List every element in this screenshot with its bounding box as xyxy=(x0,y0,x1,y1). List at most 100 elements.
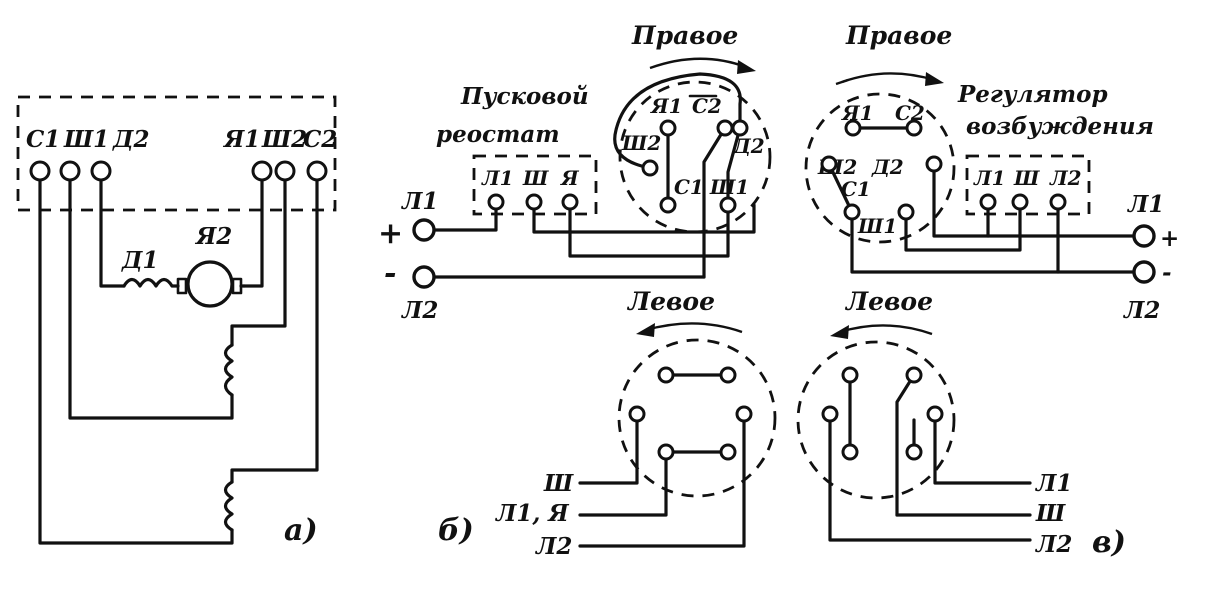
drum-b-terminal-ya1 xyxy=(659,119,677,137)
bottom-b-label-l2: Л2 xyxy=(535,533,572,560)
drum-b-left-terminal-5 xyxy=(657,443,675,461)
rotation-arrow-right-c xyxy=(841,72,935,84)
line-terminal-c-l2 xyxy=(1132,260,1156,284)
direction-left-c: Левое xyxy=(844,287,933,316)
rotation-arrowhead-left-b xyxy=(636,323,655,337)
terminal-box-outline xyxy=(16,95,337,212)
rheostat-terminal-ya xyxy=(561,193,579,211)
wire-b-left-sh xyxy=(578,418,639,485)
terminal-d2 xyxy=(90,160,112,182)
terminal-sh1 xyxy=(59,160,81,182)
wire-c-left-l2 xyxy=(828,418,1032,542)
rheostat-terminal-l1 xyxy=(487,193,505,211)
regulator-terminal-sh xyxy=(1011,193,1029,211)
line-terminal-b-l1 xyxy=(412,218,436,242)
wire-sh1 xyxy=(68,178,234,420)
rheostat-terminal-sh xyxy=(525,193,543,211)
drum-c-link-sh2 xyxy=(827,162,854,214)
drum-c-left-terminal-2 xyxy=(905,366,923,384)
drum-c-left-terminal-1 xyxy=(841,366,859,384)
label-ya2: Я2 xyxy=(194,223,232,250)
wire-b-ya xyxy=(568,203,730,258)
drum-c-label-d2: Д2 xyxy=(871,155,904,179)
drum-c-terminal-c2 xyxy=(905,119,923,137)
label-ya1: Я1 xyxy=(222,126,260,153)
direction-left-b: Левое xyxy=(626,287,715,316)
wire-sh2 xyxy=(230,178,287,347)
rotation-arrow-left-c xyxy=(839,324,933,336)
wire-c-left-l1 xyxy=(933,418,1032,485)
rotation-tail-right-c xyxy=(835,78,849,86)
armature-ya2 xyxy=(186,260,234,308)
wire-c-sh1 xyxy=(850,210,1138,274)
drum-b-left-terminal-3 xyxy=(628,405,646,423)
panel-b-starting-rheostat: Правое Пусковой реостат Л1 Ш Я Я1 С2 Ш2 … xyxy=(378,21,777,560)
regulator-label-sh: Ш xyxy=(1013,166,1040,190)
drum-b-left-terminal-1 xyxy=(657,366,675,384)
drum-c-terminal-c1 xyxy=(843,203,861,221)
drum-c-terminal-ya1 xyxy=(844,119,862,137)
drum-c-label-sh1: Ш1 xyxy=(857,214,897,238)
rotation-arrowhead-left-c xyxy=(830,325,849,339)
line-b-label-plus: + xyxy=(378,216,403,251)
winding-d1-coil xyxy=(122,277,180,288)
drum-c-terminal-d2 xyxy=(925,155,943,173)
drum-b-label-c2: С2 xyxy=(692,94,722,118)
line-b-label-minus: - xyxy=(384,256,396,291)
label-c2: С2 xyxy=(303,126,337,153)
rotation-arrow-right-b xyxy=(649,57,747,70)
drum-b-label-sh2: Ш2 xyxy=(621,131,661,155)
bottom-b-label-l1ya: Л1, Я xyxy=(495,500,569,527)
line-c-label-l2: Л2 xyxy=(1123,297,1160,324)
regulator-terminal-l1 xyxy=(979,193,997,211)
drum-controller-c xyxy=(804,92,956,244)
drum-b-left-terminal-2 xyxy=(719,366,737,384)
bottom-c-label-sh: Ш xyxy=(1035,500,1066,527)
line-b-label-l1: Л1 xyxy=(401,188,438,215)
terminal-sh2 xyxy=(274,160,296,182)
caption-b: б) xyxy=(438,513,474,548)
direction-right-b: Правое xyxy=(631,21,738,50)
drum-c-terminal-sh1 xyxy=(897,203,915,221)
panel-c-field-regulator: Правое Регулятор возбуждения Л1 Ш Л2 Я1 … xyxy=(796,21,1179,560)
series-winding-coil xyxy=(223,480,234,532)
rheostat-label-line2: реостат xyxy=(436,121,560,148)
drum-b-loop-sh2-c2 xyxy=(613,72,742,170)
drum-b-terminal-sh1 xyxy=(719,196,737,214)
line-c-label-l1: Л1 xyxy=(1127,191,1164,218)
drum-c-left-link-2 xyxy=(895,373,916,517)
terminal-c1 xyxy=(29,160,51,182)
drum-b-terminal-c1 xyxy=(659,196,677,214)
rotation-arrowhead-right-b xyxy=(737,60,756,74)
rotation-arrow-left-b xyxy=(645,322,743,334)
terminal-ya1 xyxy=(251,160,273,182)
drum-b-terminal-sh2 xyxy=(641,159,659,177)
drum-b-left-terminal-6 xyxy=(719,443,737,461)
regulator-label-l1: Л1 xyxy=(973,166,1006,190)
drum-b-link-c2-d2 xyxy=(702,126,727,279)
rotation-arrowhead-right-c xyxy=(925,72,944,86)
wire-b-left-l2 xyxy=(578,418,746,548)
terminal-c2 xyxy=(306,160,328,182)
wire-c2 xyxy=(230,178,319,484)
rheostat-label-sh: Ш xyxy=(522,166,549,190)
line-c-label-minus: - xyxy=(1162,259,1172,286)
drum-controller-c-left xyxy=(796,340,956,500)
line-terminal-c-l1 xyxy=(1132,224,1156,248)
panel-a-motor-terminal-board: С1 Ш1 Д2 Я1 Ш2 С2 Д1 Я2 а) xyxy=(16,95,337,548)
drum-b-terminal-d2 xyxy=(731,119,749,137)
drum-c-terminal-sh2 xyxy=(820,155,838,173)
drum-controller-b xyxy=(618,80,772,234)
wire-d2 xyxy=(99,178,126,288)
wire-b-sh xyxy=(532,203,756,234)
line-terminal-b-l2 xyxy=(412,265,436,289)
drum-controller-b-left xyxy=(617,338,777,498)
wire-c-d2 xyxy=(904,203,1022,252)
shunt-winding-coil xyxy=(223,343,234,397)
wire-b-left-l1ya xyxy=(578,453,668,517)
label-d2: Д2 xyxy=(112,126,149,153)
drum-b-terminal-c2 xyxy=(716,119,734,137)
direction-right-c: Правое xyxy=(845,21,952,50)
label-sh2: Ш2 xyxy=(261,126,307,153)
